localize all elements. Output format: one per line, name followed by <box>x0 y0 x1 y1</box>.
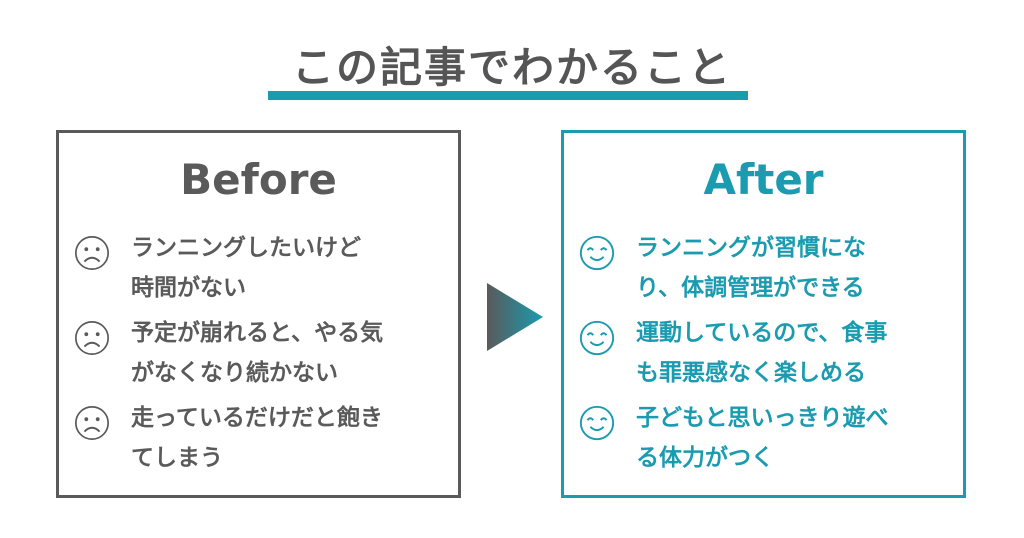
item-text: ランニングが習慣にな り、体調管理ができる <box>636 235 866 301</box>
before-heading: Before <box>180 155 337 204</box>
before-panel: Before ランニングしたいけど 時間がない 予定が崩れると、やる気 がなくな… <box>56 130 461 498</box>
list-item: 運動しているので、食事 も罪悪感なく楽しめる <box>578 313 887 393</box>
page-title: この記事でわかること <box>291 43 732 92</box>
list-item: ランニングしたいけど 時間がない <box>73 228 361 308</box>
item-text: ランニングしたいけど 時間がない <box>131 235 361 301</box>
list-item: 走っているだけだと飽き てしまう <box>73 398 383 478</box>
title-underline <box>268 91 748 100</box>
smile-face-icon <box>579 320 615 356</box>
smile-face-icon <box>579 235 615 271</box>
list-item: 子どもと思いっきり遊べ る体力がつく <box>578 398 889 478</box>
sad-face-icon <box>74 320 110 356</box>
list-item: 予定が崩れると、やる気 がなくなり続かない <box>73 313 383 393</box>
item-text: 運動しているので、食事 も罪悪感なく楽しめる <box>636 320 888 386</box>
item-text: 子どもと思いっきり遊べ る体力がつく <box>636 405 889 471</box>
sad-face-icon <box>74 235 110 271</box>
after-heading: After <box>703 155 824 204</box>
smile-face-icon <box>579 405 615 441</box>
arrow-right-icon <box>487 283 543 351</box>
sad-face-icon <box>74 405 110 441</box>
list-item: ランニングが習慣にな り、体調管理ができる <box>578 228 866 308</box>
after-panel: After ランニングが習慣にな り、体調管理ができる 運動しているので、食事 … <box>561 130 966 498</box>
item-text: 走っているだけだと飽き てしまう <box>131 405 383 471</box>
item-text: 予定が崩れると、やる気 がなくなり続かない <box>131 320 384 386</box>
